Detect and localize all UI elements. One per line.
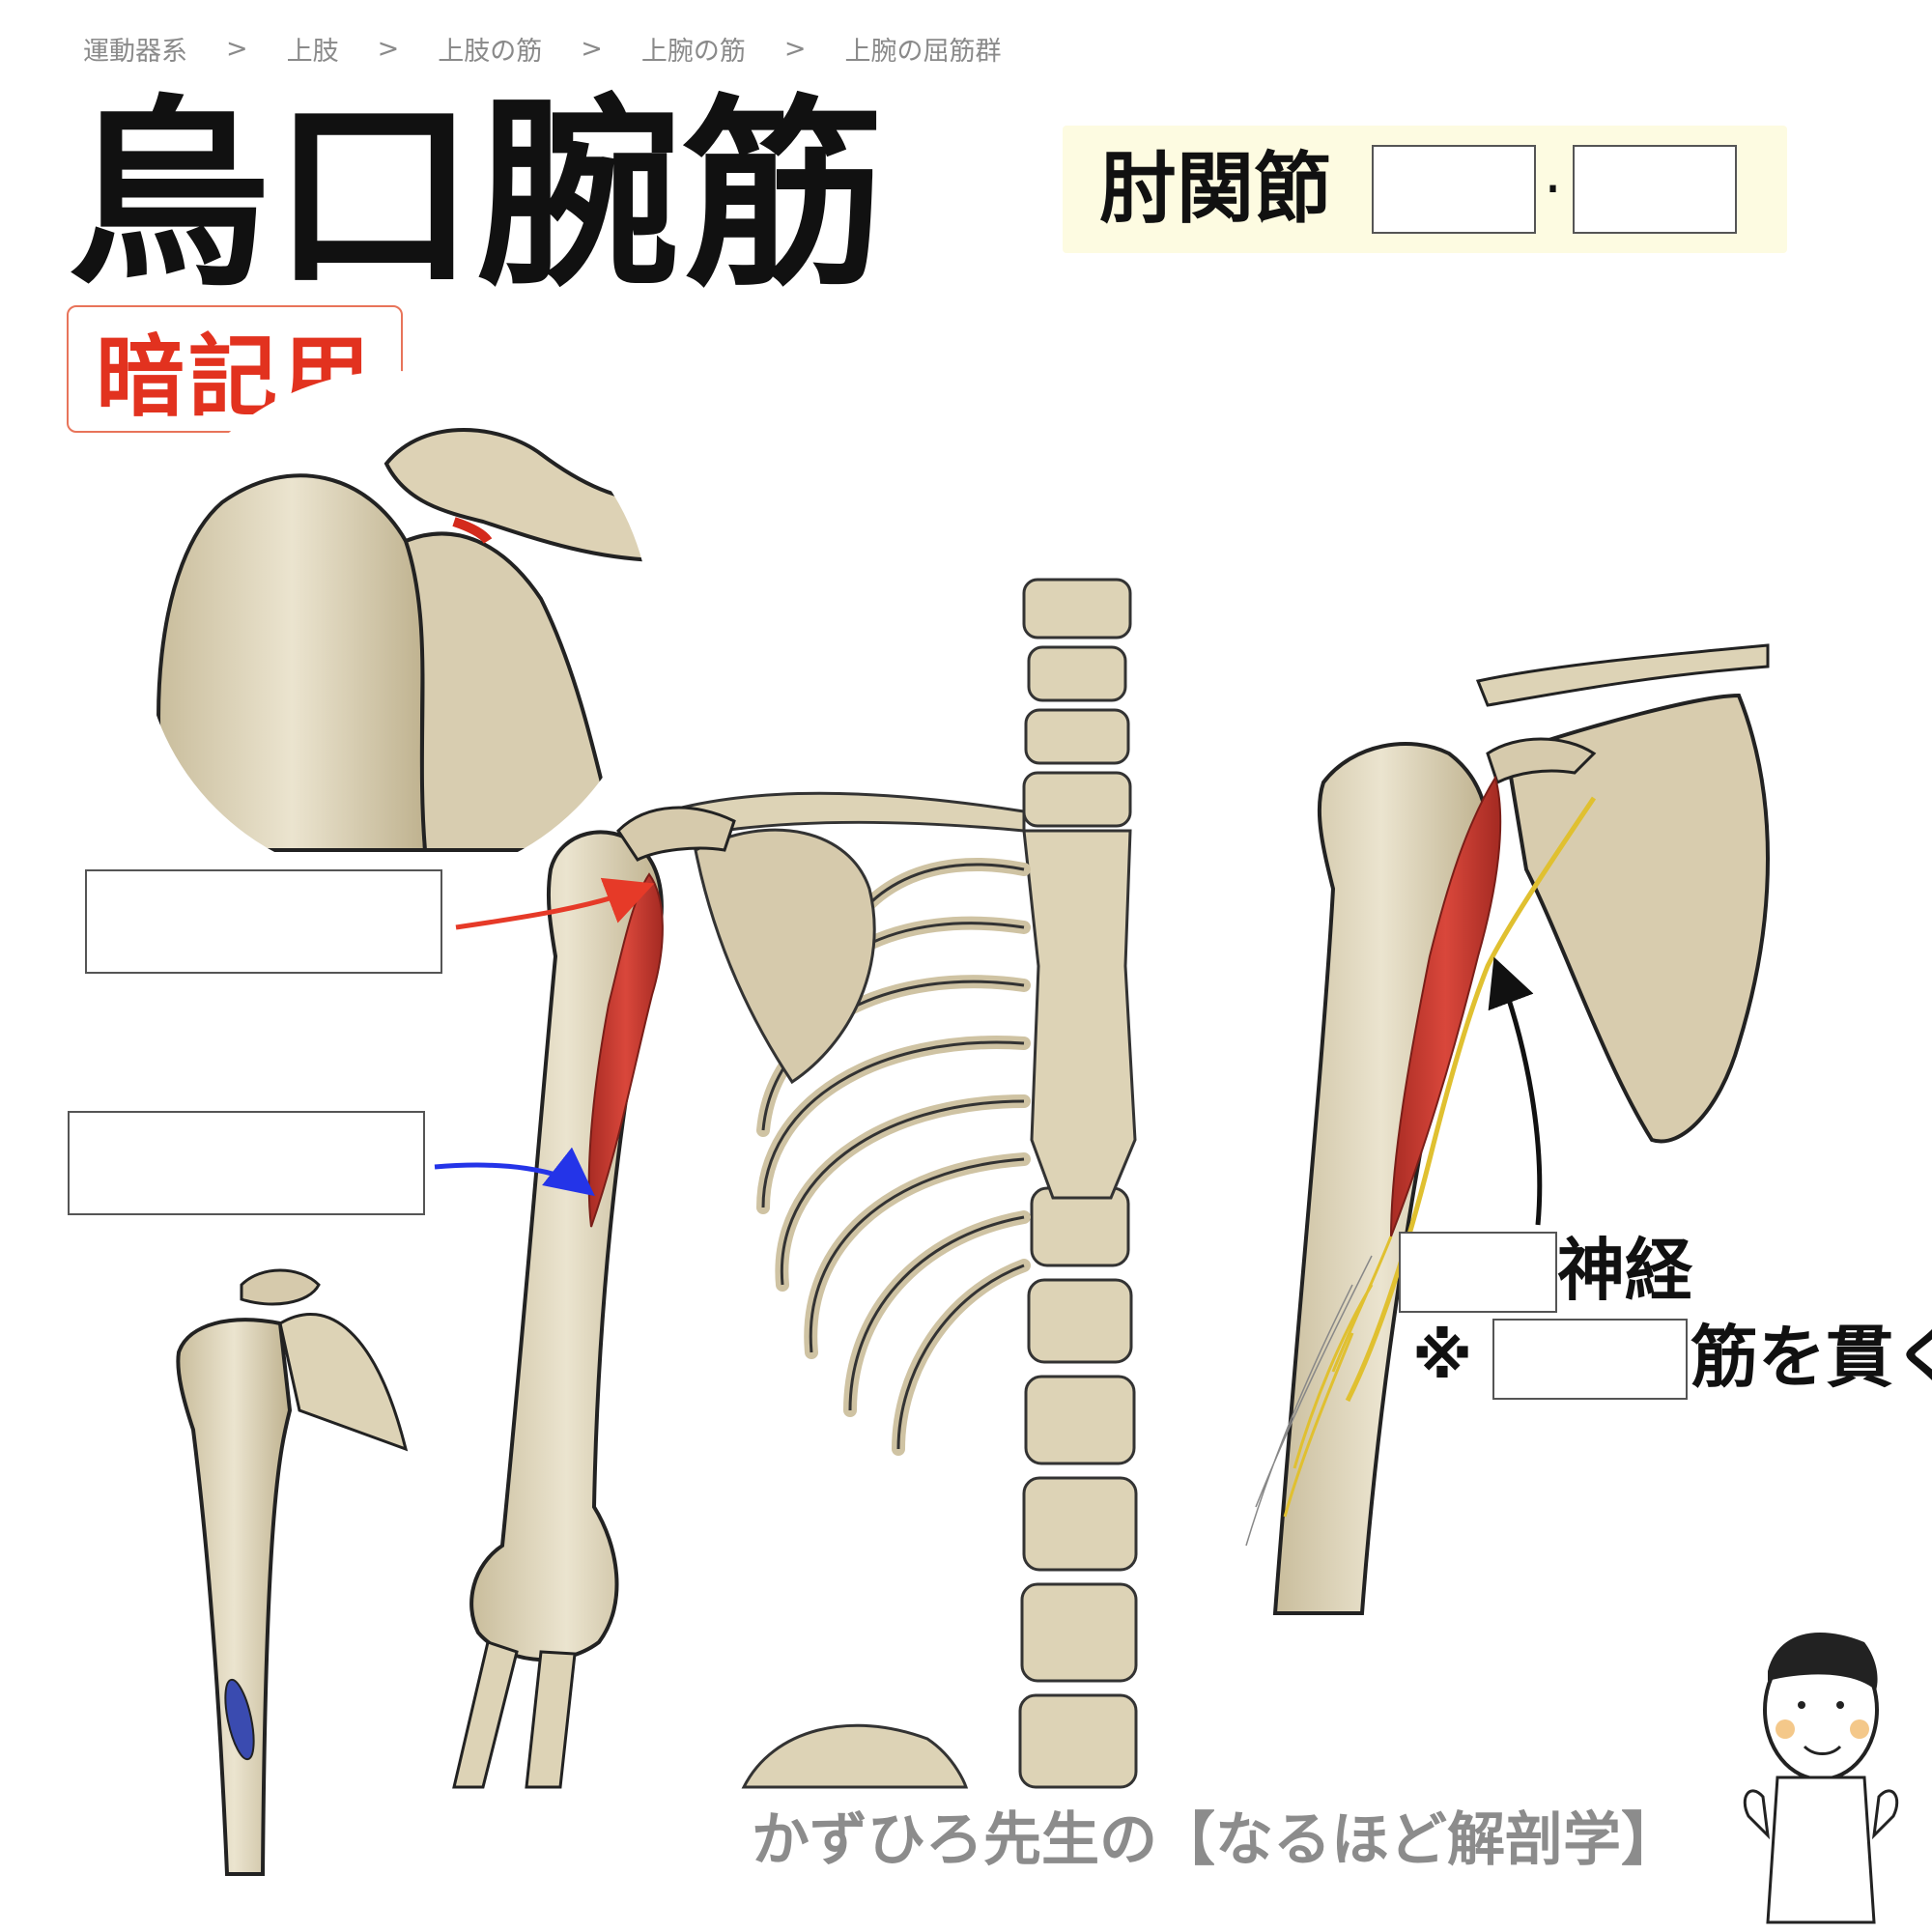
insertion-mark xyxy=(224,1678,255,1761)
breadcrumb-item-upper-arm-muscles[interactable]: 上腕の筋 xyxy=(640,36,746,67)
musculocutaneous-nerve xyxy=(1345,796,1597,1403)
mascot-illustration xyxy=(1743,1633,1899,1924)
breadcrumb-item-flexor-group[interactable]: 上腕の屈筋群 xyxy=(844,36,1002,67)
humerus-insertion-view xyxy=(176,1268,409,1876)
breadcrumb-separator: > xyxy=(783,33,807,64)
nerve-label: 神経 xyxy=(1557,1231,1692,1310)
insertion-arrow xyxy=(434,1147,595,1197)
pierced-muscle-answer-blank[interactable] xyxy=(1492,1319,1688,1400)
elbow-separator: · xyxy=(1544,156,1563,223)
shoulder-closeup xyxy=(140,372,652,884)
breadcrumb-separator: > xyxy=(377,33,400,64)
nerve-answer-blank[interactable] xyxy=(1399,1232,1557,1313)
origin-arrow xyxy=(455,877,655,930)
insertion-answer-blank[interactable] xyxy=(68,1111,425,1215)
breadcrumb-item-upper-limb[interactable]: 上肢 xyxy=(286,36,339,67)
shoulder-nerve-view xyxy=(1245,643,1770,1615)
elbow-joint-box: 肘関節 · xyxy=(1063,126,1787,253)
breadcrumb-item-musculoskeletal[interactable]: 運動器系 xyxy=(83,36,187,67)
note-mark: ※ xyxy=(1412,1321,1473,1393)
humerus-central xyxy=(452,806,736,1789)
breadcrumb-separator: > xyxy=(226,33,248,64)
elbow-action-blank-2[interactable] xyxy=(1573,145,1737,234)
skeleton-torso xyxy=(665,570,1140,1789)
page-title: 烏口腕筋 xyxy=(68,77,888,314)
brand-footer: かずひろ先生の【なるほど解剖学】 xyxy=(752,1806,1679,1874)
breadcrumb-separator: > xyxy=(581,33,603,64)
elbow-joint-label: 肘関節 xyxy=(1099,144,1331,234)
elbow-action-blank-1[interactable] xyxy=(1372,145,1536,234)
origin-answer-blank[interactable] xyxy=(85,869,442,974)
nerve-pointer-arrow xyxy=(1488,956,1543,1226)
breadcrumb-item-upper-limb-muscles[interactable]: 上肢の筋 xyxy=(438,36,543,67)
pierce-label: 筋を貫く xyxy=(1690,1318,1932,1397)
breadcrumb: 運動器系 > 上肢 > 上肢の筋 > 上腕の筋 > 上腕の屈筋群 xyxy=(83,29,1002,68)
